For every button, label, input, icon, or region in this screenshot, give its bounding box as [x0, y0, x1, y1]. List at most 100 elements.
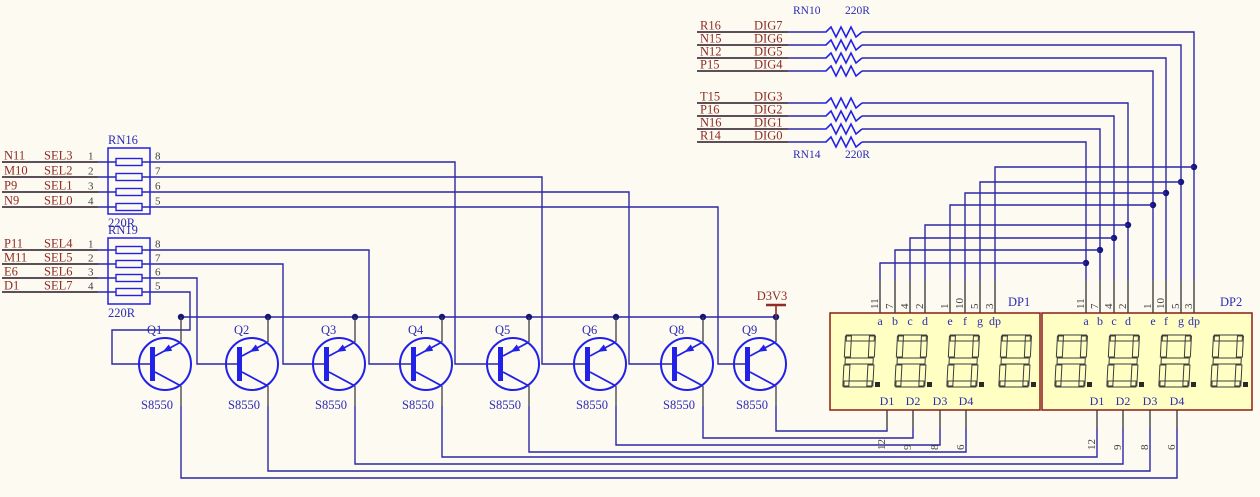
- ref-designator-RN16[interactable]: RN16: [108, 133, 138, 147]
- decimal-point: [1139, 382, 1144, 387]
- ref-designator-Q5[interactable]: Q5: [495, 323, 510, 337]
- pin-designator-N15[interactable]: N15: [700, 32, 722, 46]
- pin-number: 2: [88, 253, 94, 265]
- pin-designator-N12[interactable]: N12: [700, 45, 722, 59]
- segment-outline: [1107, 380, 1137, 388]
- segment-outline: [1159, 335, 1168, 358]
- pin-designator-R14[interactable]: R14: [700, 129, 722, 143]
- ref-designator-Q8[interactable]: Q8: [669, 323, 684, 337]
- segment-outline: [918, 364, 927, 387]
- pin-number: 1: [88, 151, 94, 163]
- segment-bus-b-dp1: [894, 249, 1100, 280]
- collector-lead: [241, 371, 269, 387]
- net-label-SEL3[interactable]: SEL3: [44, 149, 72, 163]
- net-label-SEL7[interactable]: SEL7: [44, 279, 72, 293]
- segment-outline: [1107, 335, 1116, 358]
- net-label-DIG5[interactable]: DIG5: [754, 45, 782, 59]
- pnp-arrow-icon: [757, 344, 768, 352]
- ref-designator-Q1[interactable]: Q1: [147, 323, 162, 337]
- segment-pin-label-dp: dp: [989, 314, 1001, 328]
- segment-outline: [1057, 334, 1088, 342]
- pin-designator-M10[interactable]: M10: [4, 164, 28, 178]
- decimal-point: [927, 382, 932, 387]
- pin-number: 3: [1183, 303, 1195, 309]
- net-label-DIG0[interactable]: DIG0: [754, 129, 782, 143]
- pin-designator-R16[interactable]: R16: [700, 19, 721, 33]
- decimal-point: [1191, 382, 1196, 387]
- pin-designator-T15[interactable]: T15: [700, 90, 720, 104]
- seven-segment-digit: [946, 334, 980, 388]
- ref-designator-DP2[interactable]: DP2: [1220, 295, 1242, 309]
- pin-designator-N16[interactable]: N16: [700, 116, 722, 130]
- part-number: S8550: [736, 398, 768, 412]
- seven-segment-digit: [1106, 334, 1140, 388]
- ref-designator-Q3[interactable]: Q3: [321, 323, 336, 337]
- pin-designator-P16[interactable]: P16: [700, 103, 719, 117]
- net-label-DIG6[interactable]: DIG6: [754, 32, 782, 46]
- pin-designator-N9[interactable]: N9: [4, 194, 19, 208]
- resistor-element: [820, 64, 863, 78]
- net-label-SEL1[interactable]: SEL1: [44, 179, 72, 193]
- ref-designator-Q4[interactable]: Q4: [408, 323, 424, 337]
- net-label-SEL4[interactable]: SEL4: [44, 237, 73, 251]
- transistor-body: [312, 337, 366, 391]
- net-label-SEL2[interactable]: SEL2: [44, 164, 72, 178]
- ref-designator-DP1[interactable]: DP1: [1008, 295, 1030, 309]
- pin-number: 5: [969, 303, 981, 309]
- pin-designator-P9[interactable]: P9: [4, 179, 17, 193]
- pin-number: 6: [1166, 444, 1178, 450]
- pin-number: 10: [954, 298, 966, 310]
- pnp-arrow-icon: [597, 344, 608, 352]
- ref-designator-RN19[interactable]: RN19: [108, 223, 138, 237]
- digit-wire-DP2.D3: [267, 406, 1151, 472]
- ref-designator-Q6[interactable]: Q6: [582, 323, 597, 337]
- pin-designator-P15[interactable]: P15: [700, 58, 719, 72]
- decimal-point: [1243, 382, 1248, 387]
- segment-outline: [1235, 335, 1244, 358]
- ref-designator-Q9[interactable]: Q9: [742, 323, 757, 337]
- pin-designator-M11[interactable]: M11: [4, 251, 27, 265]
- segment-bus-dp-dp2: [862, 31, 1195, 280]
- net-label-DIG1[interactable]: DIG1: [754, 116, 782, 130]
- pin-number: 5: [155, 281, 161, 293]
- segment-outline: [1054, 364, 1063, 387]
- pin-designator-P11[interactable]: P11: [4, 237, 23, 251]
- net-label-DIG2[interactable]: DIG2: [754, 103, 782, 117]
- ref-designator-RN10[interactable]: RN10: [793, 5, 821, 17]
- segment-bus-a-dp2: [862, 141, 1087, 280]
- net-label-DIG4[interactable]: DIG4: [754, 58, 783, 72]
- net-label-SEL5[interactable]: SEL5: [44, 251, 72, 265]
- pin-number: 9: [902, 444, 914, 450]
- net-label-DIG3[interactable]: DIG3: [754, 90, 782, 104]
- segment-outline: [1183, 335, 1192, 358]
- net-label-D3V3[interactable]: D3V3: [757, 289, 788, 303]
- pin-designator-E6[interactable]: E6: [4, 265, 18, 279]
- pin-designator-N11[interactable]: N11: [4, 149, 25, 163]
- collector-lead: [589, 371, 617, 387]
- base-bar: [411, 347, 416, 381]
- ref-designator-RN14[interactable]: RN14: [793, 149, 821, 161]
- pin-designator-D1[interactable]: D1: [4, 279, 19, 293]
- net-label-DIG7[interactable]: DIG7: [754, 19, 782, 33]
- part-number: S8550: [489, 398, 521, 412]
- net-label-SEL6[interactable]: SEL6: [44, 265, 72, 279]
- ref-designator-Q2[interactable]: Q2: [234, 323, 249, 337]
- seven-segment-digit: [1054, 334, 1088, 388]
- decimal-point: [1031, 382, 1036, 387]
- power-flag-D3V3[interactable]: D3V3: [757, 289, 788, 317]
- net-label-SEL0[interactable]: SEL0: [44, 194, 72, 208]
